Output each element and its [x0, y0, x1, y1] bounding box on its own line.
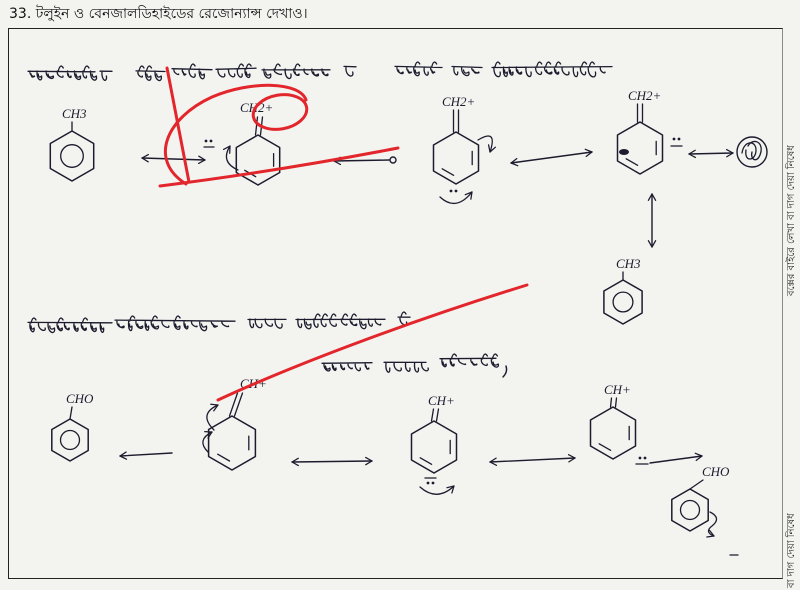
curved-arrow [206, 403, 219, 431]
chem-label-ch3: CH3 [616, 256, 641, 271]
benzene-ring [49, 130, 95, 182]
substituent-bond [69, 406, 73, 420]
inner-double-bond [217, 453, 231, 462]
handwritten-word [261, 63, 331, 80]
red-strike-line [158, 146, 400, 188]
benzene-ring [671, 488, 709, 532]
reaction-arrow [333, 156, 390, 166]
resonance-arrow [119, 451, 173, 460]
handwritten-word [27, 65, 98, 81]
resonance-arrow [649, 452, 703, 464]
curved-arrow [477, 135, 497, 153]
handwritten-word [439, 353, 500, 368]
exocyclic-double-bond [430, 408, 440, 422]
inner-double-bond [625, 158, 639, 166]
aromatic-circle [679, 499, 701, 521]
chem-label-ch3: CH3 [62, 106, 87, 121]
resonance-ring [410, 420, 458, 474]
handwritten-word [321, 362, 373, 372]
red-circle-mark [251, 93, 309, 131]
resonance-arrow [291, 456, 373, 467]
ink-blot [619, 149, 629, 155]
handwritten-word [383, 361, 429, 373]
aromatic-circle [60, 144, 84, 168]
resonance-arrow [141, 153, 206, 165]
inner-double-bond [419, 457, 433, 465]
curved-arrow [439, 191, 473, 204]
red-loop-mark [164, 83, 308, 186]
question-text: 33. টলুইন ও বেনজালডিহাইডের রেজোন্যান্স দ… [9, 6, 308, 22]
answer-box [8, 28, 783, 579]
exocyclic-double-bond [228, 392, 244, 417]
lone-pair-marks [203, 137, 739, 556]
curved-arrow [202, 430, 213, 453]
exocyclic-double-bond [609, 397, 618, 408]
handwritten-word [247, 318, 287, 329]
inner-double-bond [598, 443, 612, 451]
resonance-ring [235, 134, 281, 186]
chem-label-cho: CHO [702, 464, 730, 479]
handwritten-word [27, 317, 113, 334]
chem-label-ch-cation: CH+ [604, 382, 631, 397]
structures [49, 103, 709, 532]
red-strike-line [165, 66, 191, 184]
handwritten-word [295, 313, 386, 330]
chem-label-ch2-cation: CH2+ [628, 88, 661, 103]
resonance-arrow [489, 454, 576, 466]
resonance-ring [432, 131, 480, 185]
benzene-ring [603, 279, 643, 325]
inner-double-bond [441, 168, 455, 176]
scribbled-ring [736, 136, 768, 168]
curved-arrow [706, 511, 718, 538]
chem-label-ch-cation: CH+ [428, 393, 455, 408]
benzene-ring [51, 418, 89, 462]
handwritten-word [394, 61, 443, 77]
handwritten-word [114, 315, 236, 332]
handwritten-text [27, 61, 613, 378]
curved-arrow [222, 145, 239, 171]
curved-arrow [419, 485, 455, 495]
handwritten-word [215, 63, 257, 79]
resonance-ring [616, 121, 664, 175]
chem-label-cho: CHO [66, 391, 94, 406]
chem-label-ch2-cation: CH2+ [442, 94, 475, 109]
resonance-arrow [688, 148, 734, 159]
handwritten-word [451, 65, 483, 77]
resonance-ring [589, 406, 637, 460]
handwritten-word [135, 65, 166, 82]
handwritten-word [491, 61, 613, 78]
handwritten-comma [502, 365, 508, 378]
exocyclic-double-bond [452, 109, 460, 133]
handwritten-word [171, 63, 213, 80]
aromatic-circle [612, 291, 634, 313]
red-strike-line [216, 283, 529, 402]
arrow-tail-circle [389, 156, 397, 164]
resonance-arrow [510, 148, 593, 167]
exocyclic-double-bond [636, 103, 644, 123]
handwritten-word [343, 65, 357, 77]
resonance-ring [207, 415, 257, 471]
aromatic-circle [59, 429, 81, 451]
substituent-bond [689, 479, 704, 490]
handwritten-word [99, 70, 113, 81]
